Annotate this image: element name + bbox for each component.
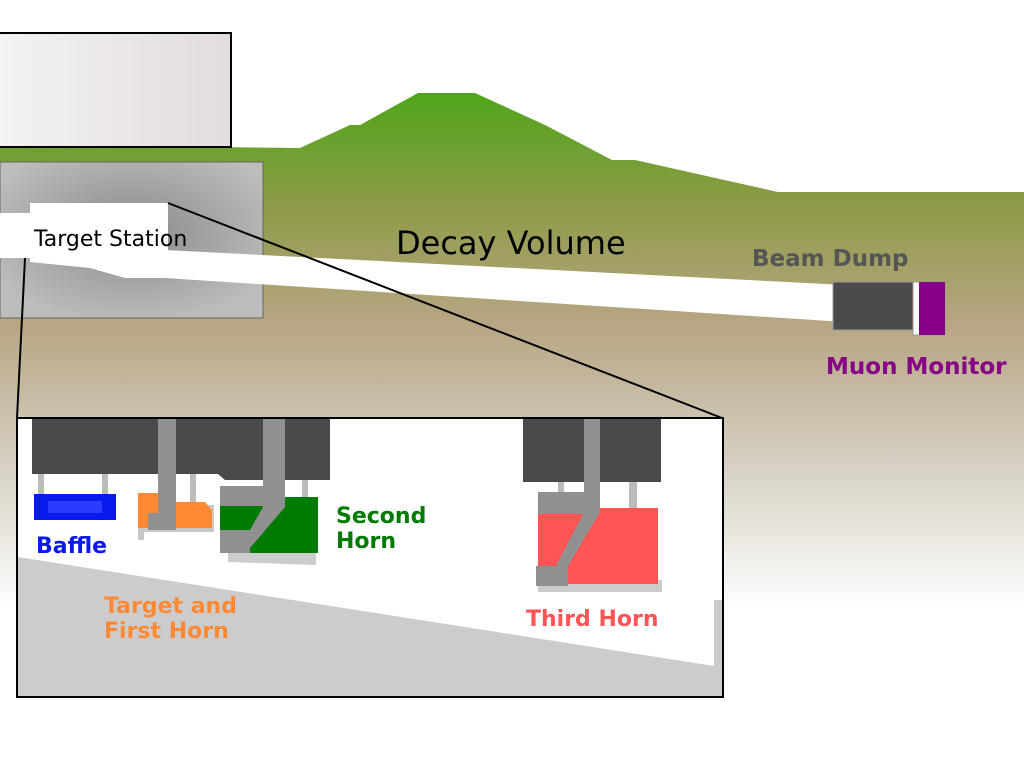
third-horn-label: Third Horn [526, 607, 659, 632]
surface-building [0, 32, 232, 148]
support-post [190, 474, 196, 502]
first-horn-stem [148, 419, 176, 530]
zoom-line-left [16, 257, 26, 419]
second-horn-stem [220, 419, 285, 553]
decay-pipe [0, 213, 30, 258]
muon-monitor-core [919, 282, 945, 335]
target-station-box [30, 203, 168, 278]
support-post [558, 482, 564, 492]
inset-floor [18, 557, 722, 696]
support-post [302, 480, 308, 498]
second-horn-label-line2: Horn [336, 529, 396, 554]
target-first-horn-label-line1: Target and [104, 594, 237, 619]
baffle-core [48, 501, 102, 513]
support-post [102, 474, 108, 496]
target-first-horn-label-line2: First Horn [104, 619, 229, 644]
beam-dump-block [832, 281, 914, 331]
decay-volume-label: Decay Volume [396, 224, 626, 262]
third-horn-clamp [538, 492, 594, 514]
second-horn-label-line1: Second [336, 504, 426, 529]
baffle-label: Baffle [36, 534, 107, 559]
third-horn-stem [536, 419, 600, 586]
beam-dump-label: Beam Dump [752, 246, 909, 272]
muon-monitor-label: Muon Monitor [826, 354, 1007, 380]
support-post [629, 482, 637, 508]
target-station-label: Target Station [33, 227, 187, 252]
zoom-line-right [167, 202, 723, 419]
second-horn-clamp [220, 486, 265, 506]
shield-block-left [32, 419, 330, 480]
support-post [38, 474, 44, 496]
